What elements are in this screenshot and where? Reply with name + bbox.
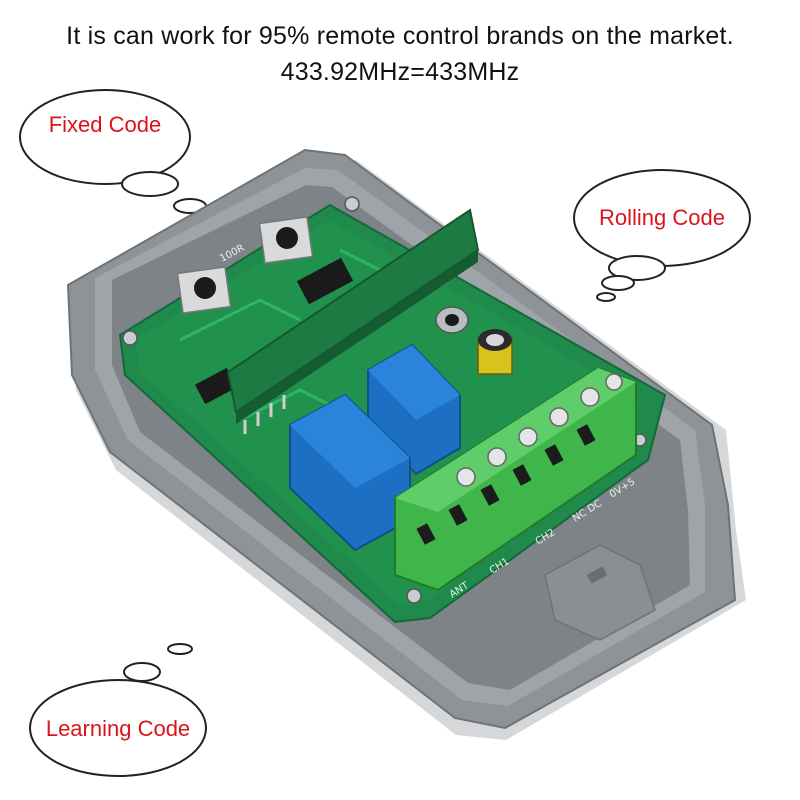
bubble-label-learning-code: Learning Code xyxy=(45,716,191,741)
rf-receiver-module xyxy=(226,208,480,434)
tactile-buttons xyxy=(176,216,314,314)
bubble-label-fixed-code: Fixed Code xyxy=(48,112,162,137)
bubble-label-rolling-code: Rolling Code xyxy=(599,205,725,230)
capacitors xyxy=(435,306,513,375)
ic-chips xyxy=(194,257,354,405)
headline-frequency: 433.92MHz=433MHz xyxy=(280,58,520,86)
terminal-block xyxy=(394,366,637,592)
bubble-rolling-code xyxy=(573,169,751,302)
relay-blue-2 xyxy=(289,393,411,552)
bubble-learning-code xyxy=(29,643,207,777)
headline-compatibility: It is can work for 95% remote control br… xyxy=(66,22,734,50)
bubble-fixed-code xyxy=(19,89,232,223)
